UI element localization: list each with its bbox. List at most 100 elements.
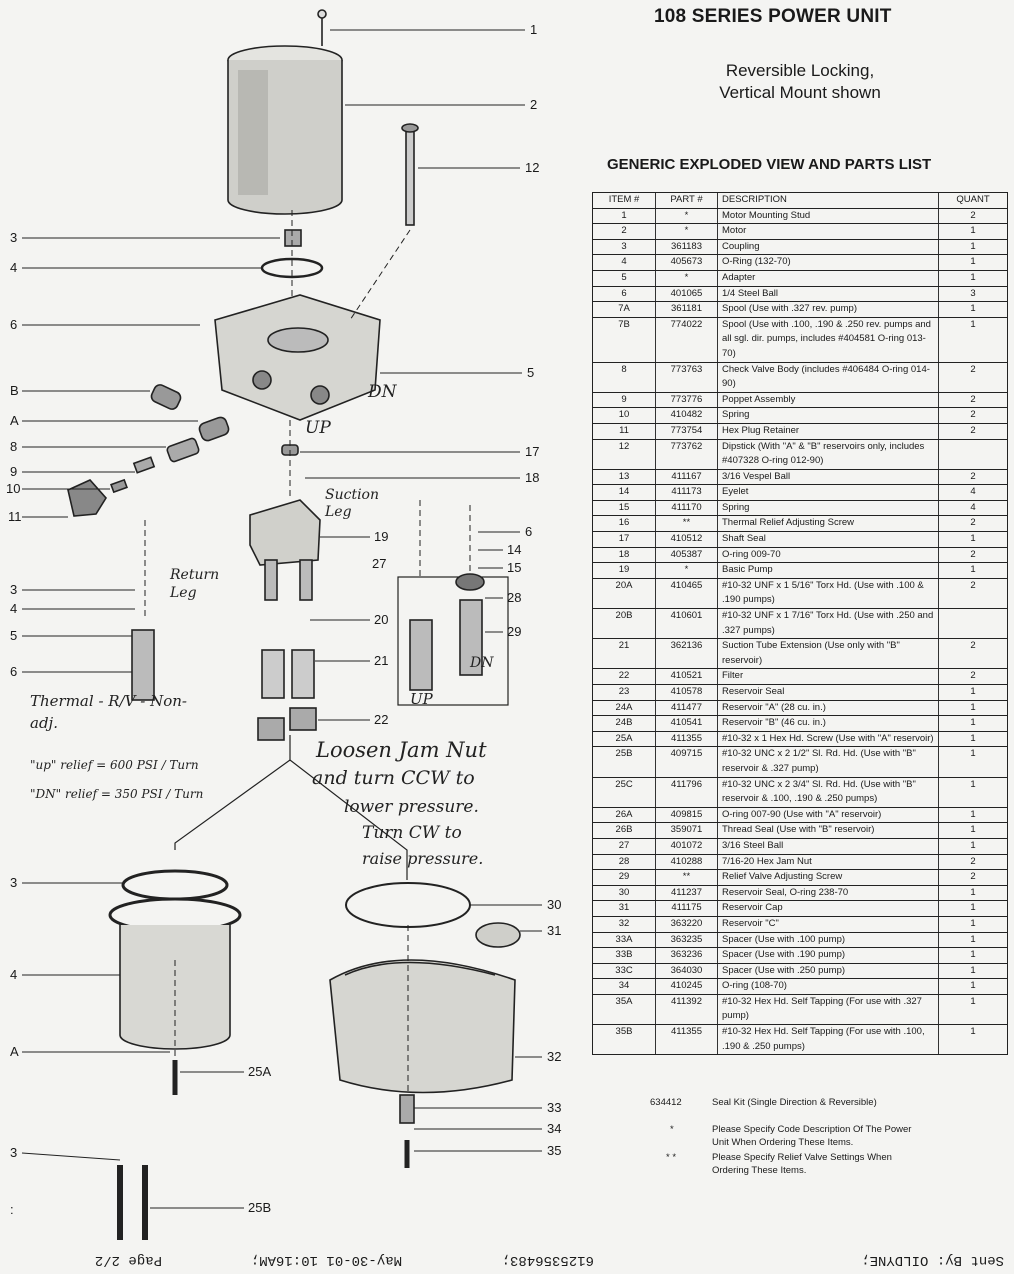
cell-item-number: 22 [592,668,656,685]
cell-quantity: 1 [938,1024,1008,1056]
cell-quantity: 1 [938,562,1008,579]
cell-part-number: 410465 [655,578,718,610]
reservoir-b-24 [108,869,242,1050]
hand-dn-relief: "DN" relief = 350 PSI / Turn [30,787,204,801]
cell-item-number: 6 [592,286,656,303]
cell-part-number: 773754 [655,423,718,440]
cell-part-number: 774022 [655,317,718,363]
cell-item-number: 8 [592,362,656,393]
cell-part-number: 410482 [655,407,718,424]
cell-quantity: 1 [938,885,1008,902]
cell-description: #10-32 UNC x 2 1/2" Sl. Rd. Hd. (Use wit… [717,746,939,778]
cell-item-number: 30 [592,885,656,902]
cell-part-number: 773776 [655,392,718,409]
document-title: 108 SERIES POWER UNIT [654,6,892,27]
callout-27: 27 [372,556,387,571]
cell-part-number: 362136 [655,638,718,670]
callout-1: 1 [530,22,538,37]
cell-item-number: 24B [592,715,656,732]
cell-description: 7/16-20 Hex Jam Nut [717,854,939,871]
cell-part-number: 401072 [655,838,718,855]
hand-instructions-2: and turn CCW to [312,767,475,789]
cell-part-number: 361183 [655,239,718,256]
cell-part-number: 410521 [655,668,718,685]
cell-item-number: 33A [592,932,656,949]
cell-item-number: 15 [592,500,656,517]
cell-description: Check Valve Body (includes #406484 O-rin… [717,362,939,393]
cell-part-number: 361181 [655,301,718,318]
cell-part-number: 410512 [655,531,718,548]
cell-part-number: 773763 [655,362,718,393]
cell-quantity: 1 [938,715,1008,732]
callout-18: 18 [525,470,540,485]
cell-quantity: 2 [938,515,1008,533]
cell-item-number: 20B [592,608,656,640]
callout-19: 19 [374,529,389,544]
cell-description: Spool (Use with .100, .190 & .250 rev. p… [717,317,939,363]
fax-date: May-30-01 10:16AM; [250,1252,402,1268]
fax-header-line: Sent By: OILDYNE; 6125356483; May-30-01 … [0,1240,1014,1274]
reservoir-c-32 [329,959,516,1094]
relief-valve-box [397,576,509,706]
hand-instructions-1: Loosen Jam Nut [316,738,487,762]
cell-item-number: 25A [592,731,656,748]
callout-25b: 25B [248,1200,272,1215]
cell-item-number: 1 [592,208,656,225]
cell-description: Eyelet [717,484,939,501]
filter-22 [257,717,285,741]
footnote-text: Seal Kit (Single Direction & Reversible) [712,1097,877,1108]
cell-description: Reservoir "C" [717,916,939,933]
cell-description: Filter [717,668,939,685]
callout-left-a: A [10,413,19,428]
cell-item-number: 20A [592,578,656,610]
cell-description: Poppet Assembly [717,392,939,409]
cell-item-number: 4 [592,254,656,271]
cell-item-number: 2 [592,223,656,240]
cell-part-number: 359071 [655,822,718,839]
reservoir-seal-30 [345,882,471,928]
fax-phone: 6125356483; [501,1252,594,1268]
footnote-text: Please Specify Code Description Of The P… [712,1124,912,1148]
callout-left-9: 9 [10,464,18,479]
callout-left-11: 11 [8,509,22,524]
reservoir-cap-31 [475,922,521,948]
cell-quantity: 2 [938,407,1008,424]
cell-quantity: 1 [938,963,1008,980]
cell-part-number: 410245 [655,978,718,995]
cell-part-number: 401065 [655,286,718,303]
cell-part-number: 411170 [655,500,718,517]
cell-quantity: 2 [938,854,1008,871]
cell-quantity: 4 [938,500,1008,517]
cell-description: Spool (Use with .327 rev. pump) [717,301,939,318]
callout-34: 34 [547,1121,562,1136]
cell-item-number: 35A [592,994,656,1026]
cell-part-number: 409815 [655,807,718,824]
cell-description: Reservoir Seal, O-ring 238-70 [717,885,939,902]
hand-dn-2: DN [470,655,494,671]
callout-left-6b: 6 [10,664,18,679]
cell-quantity: 2 [938,638,1008,670]
cell-item-number: 3 [592,239,656,256]
jam-nut-28 [455,573,485,591]
cell-quantity: 3 [938,286,1008,303]
hex-plug-11 [67,479,107,517]
cell-part-number: 410578 [655,684,718,701]
column-header-part: PART # [655,192,718,209]
cell-quantity: 1 [938,223,1008,240]
cell-item-number: 25B [592,746,656,778]
cell-item-number: 35B [592,1024,656,1056]
footnote-key: * [670,1124,674,1135]
